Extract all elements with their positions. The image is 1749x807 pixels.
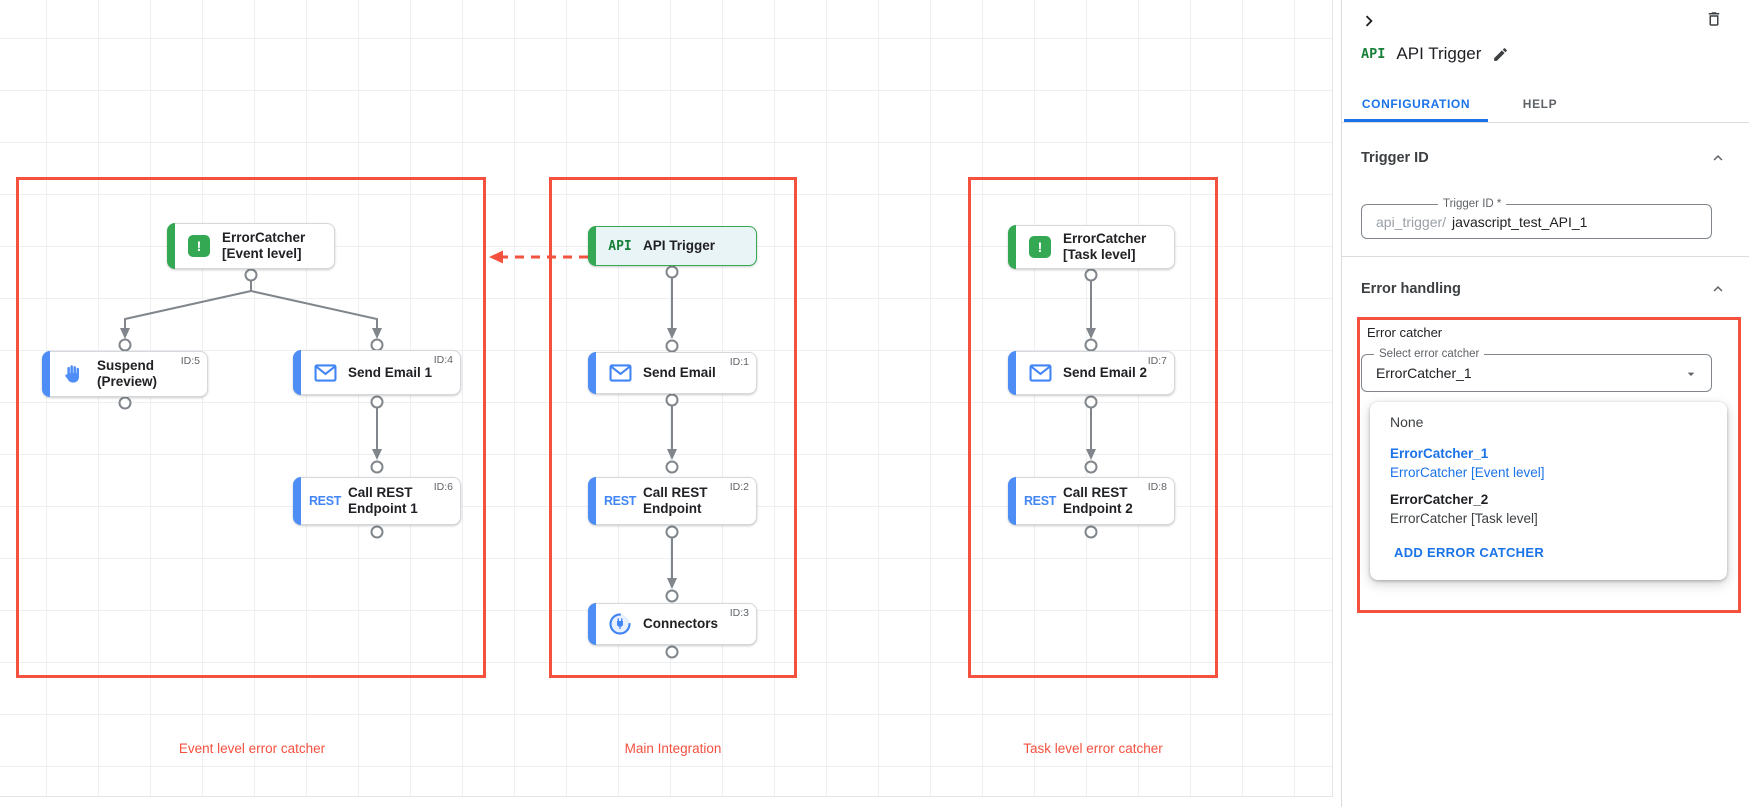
node-errorcatcher-event-level[interactable]: ! ErrorCatcher [Event level] — [167, 223, 335, 269]
collapse-panel-icon[interactable] — [1358, 10, 1380, 35]
menu-option-errorcatcher-2[interactable]: ErrorCatcher_2 — [1390, 492, 1489, 507]
menu-option-errorcatcher-1[interactable]: ErrorCatcher_1 — [1390, 446, 1489, 461]
tab-configuration[interactable]: CONFIGURATION — [1342, 88, 1490, 122]
node-label: Send Email 1 — [348, 364, 433, 380]
integration-canvas[interactable]: ! ErrorCatcher [Event level] Suspend (Pr… — [0, 0, 1341, 807]
rest-icon: REST — [308, 494, 342, 508]
rest-icon: REST — [603, 494, 637, 508]
envelope-icon — [1026, 364, 1054, 382]
node-accent-bar — [293, 350, 301, 395]
node-label: ErrorCatcher [Task level] — [1063, 231, 1147, 262]
trigger-id-field-label: Trigger ID * — [1438, 197, 1507, 211]
node-id-badge: ID:6 — [433, 481, 453, 493]
menu-option-none[interactable]: None — [1390, 414, 1424, 430]
error-catcher-marker-box — [1357, 317, 1741, 613]
node-call-rest-endpoint-1[interactable]: REST Call REST Endpoint 1 ID:6 — [293, 477, 461, 525]
node-label: ErrorCatcher [Event level] — [222, 230, 306, 261]
section-divider — [1342, 256, 1749, 257]
edit-icon[interactable] — [1492, 46, 1509, 63]
node-id-badge: ID:7 — [1147, 355, 1167, 367]
node-id-badge: ID:3 — [729, 607, 749, 619]
select-error-catcher-value: ErrorCatcher_1 — [1376, 365, 1472, 381]
collapse-section-icon[interactable] — [1709, 280, 1727, 303]
node-accent-bar — [1008, 225, 1016, 269]
node-suspend[interactable]: Suspend (Preview) ID:5 — [42, 351, 208, 397]
node-accent-bar — [588, 352, 596, 394]
error-catcher-icon: ! — [185, 235, 213, 257]
trigger-id-input[interactable]: Trigger ID * api_trigger/ javascript_tes… — [1361, 197, 1712, 239]
node-id-badge: ID:5 — [180, 355, 200, 367]
event-level-region-label: Event level error catcher — [178, 741, 326, 756]
error-handling-heading: Error handling — [1361, 281, 1461, 297]
menu-option-errorcatcher-1-desc[interactable]: ErrorCatcher [Event level] — [1390, 465, 1545, 480]
node-id-badge: ID:1 — [729, 356, 749, 368]
node-accent-bar — [588, 477, 596, 525]
error-catcher-dropdown-menu: None ErrorCatcher_1 ErrorCatcher [Event … — [1370, 402, 1727, 580]
node-accent-bar — [588, 226, 596, 266]
select-error-catcher[interactable]: Select error catcher ErrorCatcher_1 — [1361, 347, 1712, 392]
node-label: Send Email 2 — [1063, 365, 1148, 381]
node-call-rest-endpoint-2[interactable]: REST Call REST Endpoint 2 ID:8 — [1008, 477, 1175, 525]
api-badge-icon: API — [608, 238, 632, 254]
node-accent-bar — [293, 477, 301, 525]
panel-tabs: CONFIGURATION HELP — [1342, 88, 1749, 123]
node-label: Connectors — [643, 616, 719, 632]
node-label: Call REST Endpoint 2 — [1063, 485, 1133, 516]
connector-graph — [118, 250, 1098, 659]
envelope-icon — [311, 363, 339, 382]
node-accent-bar — [167, 223, 175, 269]
envelope-icon — [606, 364, 634, 382]
node-accent-bar — [1008, 351, 1016, 395]
task-level-region-label: Task level error catcher — [1023, 741, 1163, 756]
node-label: Call REST Endpoint 1 — [348, 485, 418, 516]
node-call-rest-endpoint[interactable]: REST Call REST Endpoint ID:2 — [588, 477, 757, 525]
event-level-region-box — [16, 177, 486, 678]
horizontal-scrollbar[interactable] — [0, 796, 1333, 807]
node-id-badge: ID:4 — [433, 354, 453, 366]
node-send-email-2[interactable]: Send Email 2 ID:7 — [1008, 351, 1175, 395]
menu-option-errorcatcher-2-desc[interactable]: ErrorCatcher [Task level] — [1390, 511, 1538, 526]
node-errorcatcher-task-level[interactable]: ! ErrorCatcher [Task level] — [1008, 225, 1175, 269]
trigger-id-prefix: api_trigger/ — [1376, 213, 1447, 230]
node-label: Suspend (Preview) — [97, 358, 158, 389]
tab-help[interactable]: HELP — [1522, 97, 1558, 111]
node-label: Call REST Endpoint — [643, 485, 708, 516]
collapse-section-icon[interactable] — [1709, 149, 1727, 172]
main-integration-region-box — [549, 177, 797, 678]
node-accent-bar — [1008, 477, 1016, 525]
rest-icon: REST — [1023, 494, 1057, 508]
node-api-trigger[interactable]: API API Trigger — [588, 226, 757, 266]
config-panel: API API Trigger CONFIGURATION HELP Trigg… — [1341, 0, 1749, 807]
vertical-scrollbar[interactable] — [1332, 0, 1341, 797]
hand-icon — [60, 363, 88, 385]
node-label: Send Email — [643, 365, 716, 381]
node-send-email[interactable]: Send Email ID:1 — [588, 352, 757, 394]
trigger-id-value: javascript_test_API_1 — [1452, 213, 1588, 230]
node-send-email-1[interactable]: Send Email 1 ID:4 — [293, 350, 461, 395]
delete-icon[interactable] — [1705, 10, 1723, 31]
node-accent-bar — [42, 351, 50, 397]
node-label: API Trigger — [643, 238, 716, 254]
select-error-catcher-label: Select error catcher — [1374, 347, 1485, 361]
add-error-catcher-button[interactable]: ADD ERROR CATCHER — [1394, 545, 1545, 560]
api-type-badge: API — [1361, 46, 1386, 62]
main-integration-region-label: Main Integration — [624, 741, 722, 756]
dropdown-caret-icon[interactable] — [1683, 366, 1699, 387]
task-level-region-box — [968, 177, 1218, 678]
node-accent-bar — [588, 603, 596, 645]
error-catcher-icon: ! — [1026, 236, 1054, 258]
node-connectors[interactable]: Connectors ID:3 — [588, 603, 757, 645]
node-id-badge: ID:8 — [1147, 481, 1167, 493]
connector-plug-icon — [606, 612, 634, 636]
error-catcher-group-label: Error catcher — [1367, 325, 1443, 340]
trigger-id-heading: Trigger ID — [1361, 150, 1429, 166]
panel-title: API Trigger — [1396, 44, 1482, 63]
node-id-badge: ID:2 — [729, 481, 749, 493]
